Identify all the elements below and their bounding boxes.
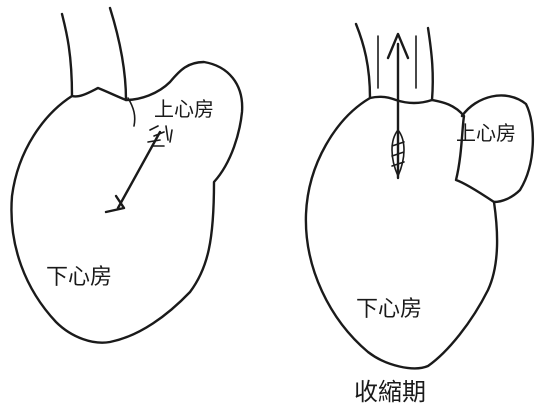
left-arrow-fletching <box>148 126 172 146</box>
right-vessel-inner <box>428 28 433 100</box>
left-septum-line <box>128 98 135 126</box>
right-upper-label: 上心房 <box>456 121 516 145</box>
right-atrium-outline <box>462 95 533 202</box>
right-vessel-outer <box>356 24 370 98</box>
left-upper-label: 上心房 <box>154 97 214 121</box>
left-arrow-head <box>106 196 124 212</box>
left-arrow-shaft <box>118 132 160 208</box>
left-heart: 上心房 下心房 <box>11 8 242 343</box>
right-heart: 上心房 下心房 收縮期 <box>306 24 533 406</box>
right-lower-label: 下心房 <box>356 297 422 322</box>
left-lower-label: 下心房 <box>46 265 112 290</box>
caption-systole: 收縮期 <box>354 378 426 406</box>
left-vessel-inner <box>110 8 126 100</box>
left-vessel-outer <box>62 14 72 96</box>
